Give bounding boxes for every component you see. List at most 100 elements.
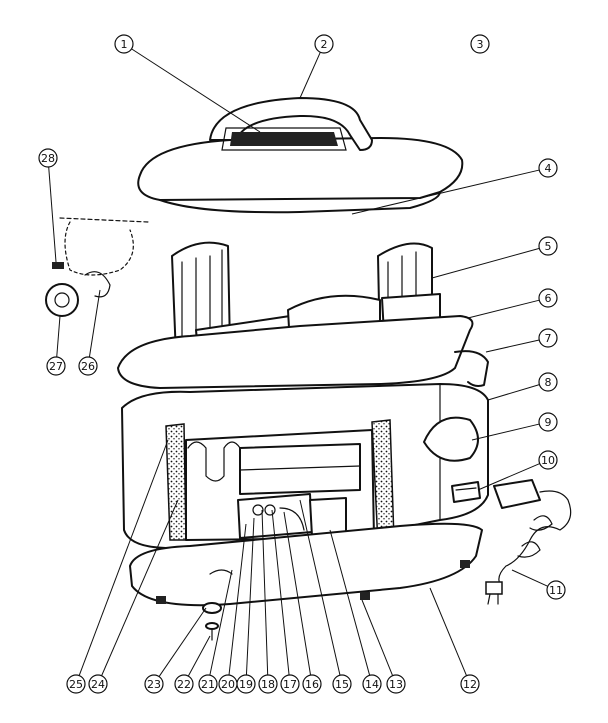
callout-number: 7 (545, 332, 552, 345)
leader-line-17 (271, 509, 290, 676)
callout-circle (538, 412, 558, 432)
callout-20: 20 (218, 674, 238, 694)
leader-line-18 (261, 509, 269, 676)
callout-number: 23 (147, 678, 161, 691)
leader-line-19 (245, 517, 255, 676)
foot-screw (202, 602, 222, 641)
callout-15: 15 (332, 674, 352, 694)
callout-11: 11 (546, 580, 566, 600)
callout-19: 19 (236, 674, 256, 694)
callout-number: 28 (41, 152, 55, 165)
callout-17: 17 (280, 674, 300, 694)
callout-16: 16 (302, 674, 322, 694)
callout-circle (78, 356, 98, 376)
inner-cavity (165, 419, 395, 545)
callout-26: 26 (78, 356, 98, 376)
callout-circle (46, 356, 66, 376)
callout-number: 21 (201, 678, 215, 691)
callout-24: 24 (88, 674, 108, 694)
callout-8: 8 (538, 372, 558, 392)
power-cord (485, 479, 572, 605)
callout-circle (218, 674, 238, 694)
callout-circle (470, 34, 490, 54)
callout-circle (280, 674, 300, 694)
callout-circle (258, 674, 278, 694)
leader-line-14 (329, 529, 371, 676)
callout-number: 10 (541, 454, 555, 467)
callout-12: 12 (460, 674, 480, 694)
callout-number: 17 (283, 678, 297, 691)
base (129, 522, 483, 607)
pan-rim (117, 315, 489, 389)
callout-number: 27 (49, 360, 63, 373)
callout-circle (538, 372, 558, 392)
callout-number: 11 (549, 584, 563, 597)
knob-assembly (45, 217, 149, 317)
leader-line-20 (228, 523, 247, 676)
leader-line-25 (78, 439, 169, 676)
callout-circle (198, 674, 218, 694)
callout-27: 27 (46, 356, 66, 376)
callout-2: 2 (314, 34, 334, 54)
leader-line-8 (487, 384, 540, 401)
callout-number: 3 (477, 38, 484, 51)
callout-circle (386, 674, 406, 694)
callout-circle (538, 158, 558, 178)
callout-28: 28 (38, 148, 58, 168)
leader-line-27 (56, 315, 61, 358)
callout-number: 6 (545, 292, 552, 305)
leader-line-24 (101, 499, 179, 676)
callout-circle (538, 328, 558, 348)
leader-line-22 (187, 635, 211, 677)
leader-line-9 (471, 423, 540, 441)
leader-line-10 (477, 463, 540, 491)
callout-number: 25 (69, 678, 83, 691)
leader-line-26 (88, 289, 101, 358)
callout-circle (362, 674, 382, 694)
callout-circle (66, 674, 86, 694)
leader-line-4 (351, 169, 540, 215)
callout-number: 19 (239, 678, 253, 691)
callout-number: 15 (335, 678, 349, 691)
callout-10: 10 (538, 450, 558, 470)
callout-number: 1 (121, 38, 128, 51)
leader-line-15 (299, 499, 341, 676)
callout-7: 7 (538, 328, 558, 348)
leader-line-2 (299, 52, 321, 99)
callout-6: 6 (538, 288, 558, 308)
leader-line-6 (467, 299, 540, 319)
leader-line-5 (431, 247, 540, 279)
callout-22: 22 (174, 674, 194, 694)
callout-number: 2 (321, 38, 328, 51)
callout-number: 9 (545, 416, 552, 429)
callout-number: 12 (463, 678, 477, 691)
callout-number: 22 (177, 678, 191, 691)
callout-circle (460, 674, 480, 694)
leader-line-21 (209, 569, 233, 676)
callout-circle (314, 34, 334, 54)
lid (137, 97, 464, 214)
callout-number: 8 (545, 376, 552, 389)
leader-line-1 (131, 48, 261, 133)
callout-number: 5 (545, 240, 552, 253)
leader-line-7 (485, 339, 540, 353)
callout-23: 23 (144, 674, 164, 694)
callout-number: 4 (545, 162, 552, 175)
leader-line-23 (158, 607, 207, 677)
callout-number: 14 (365, 678, 379, 691)
callout-5: 5 (538, 236, 558, 256)
callout-number: 13 (389, 678, 403, 691)
callout-circle (38, 148, 58, 168)
callout-circle (546, 580, 566, 600)
leader-line-13 (361, 599, 394, 676)
callout-circle (302, 674, 322, 694)
leader-lines (48, 48, 549, 677)
callout-1: 1 (114, 34, 134, 54)
callout-4: 4 (538, 158, 558, 178)
callout-number: 16 (305, 678, 319, 691)
callout-13: 13 (386, 674, 406, 694)
leader-line-28 (48, 166, 57, 263)
